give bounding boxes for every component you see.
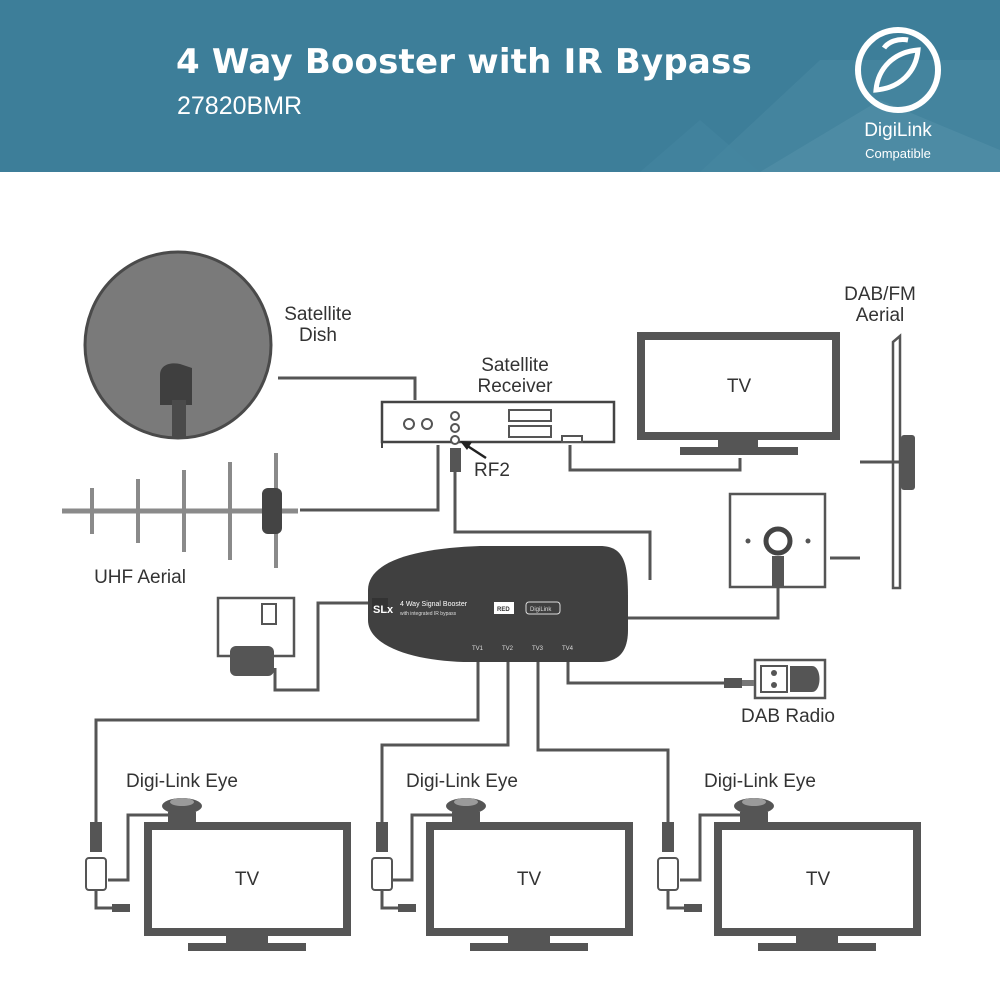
booster-brand: SLx — [373, 604, 394, 616]
satellite-dish — [83, 250, 273, 440]
digi-link-eye-2-label: Digi-Link Eye — [406, 771, 518, 792]
header-background-pattern — [640, 60, 1000, 172]
page-title: 4 Way Booster with IR Bypass — [176, 42, 752, 82]
aerial-wall-plate — [728, 492, 827, 589]
booster-port-tv1: TV1 — [472, 646, 484, 652]
satellite-receiver — [380, 400, 616, 472]
digi-link-eye-3-label: Digi-Link Eye — [704, 771, 816, 792]
digi-link-eye-3 — [734, 798, 774, 822]
tv-1 — [144, 822, 351, 951]
satellite-receiver-label-line2: Receiver — [478, 376, 554, 397]
digi-link-eye-2 — [446, 798, 486, 822]
splitter-3 — [657, 822, 702, 912]
booster-port-tv2: TV2 — [502, 646, 514, 652]
tv-3 — [714, 822, 921, 951]
booster-port-tv3: TV3 — [532, 646, 544, 652]
mains-socket — [216, 596, 296, 676]
booster-port-tv4: TV4 — [562, 646, 574, 652]
rf2-arrow-icon — [460, 441, 487, 460]
cables — [94, 376, 860, 910]
rf2-label: RF2 — [474, 460, 510, 481]
booster-red-badge: RED — [497, 607, 510, 613]
booster-subtitle: with integrated IR bypass — [400, 611, 457, 617]
dab-fm-aerial-label-line1: DAB/FM — [844, 284, 916, 305]
booster-digilink-badge: DigiLink — [530, 607, 552, 613]
tv-3-label: TV — [806, 869, 831, 890]
dab-radio — [724, 658, 827, 700]
satellite-dish-label-line1: Satellite — [284, 304, 352, 325]
digilink-badge-name: DigiLink — [864, 120, 932, 141]
dab-fm-aerial — [860, 333, 915, 590]
booster-name: 4 Way Signal Booster — [400, 601, 468, 608]
dab-fm-aerial-label-line2: Aerial — [856, 305, 905, 326]
product-model: 27820BMR — [177, 92, 303, 120]
digi-link-eye-1 — [162, 798, 202, 822]
header-banner: 4 Way Booster with IR Bypass 27820BMR Di… — [0, 0, 1000, 172]
tv-top — [637, 332, 840, 455]
dab-radio-label: DAB Radio — [741, 706, 835, 727]
digilink-badge-subtitle: Compatible — [865, 146, 931, 161]
tv-1-label: TV — [235, 869, 260, 890]
connection-diagram: Satellite Dish UHF Aerial Satellite Rece… — [62, 250, 921, 951]
splitter-2 — [371, 822, 416, 912]
uhf-aerial-label: UHF Aerial — [94, 567, 186, 588]
signal-booster: SLx 4 Way Signal Booster with integrated… — [368, 546, 628, 662]
tv-2 — [426, 822, 633, 951]
uhf-aerial — [62, 453, 298, 568]
satellite-receiver-label-line1: Satellite — [481, 355, 549, 376]
splitter-1 — [85, 822, 130, 912]
satellite-dish-label-line2: Dish — [299, 325, 337, 346]
tv-top-label: TV — [727, 376, 752, 397]
digi-link-eye-1-label: Digi-Link Eye — [126, 771, 238, 792]
tv-2-label: TV — [517, 869, 542, 890]
digilink-logo-icon — [855, 27, 941, 113]
